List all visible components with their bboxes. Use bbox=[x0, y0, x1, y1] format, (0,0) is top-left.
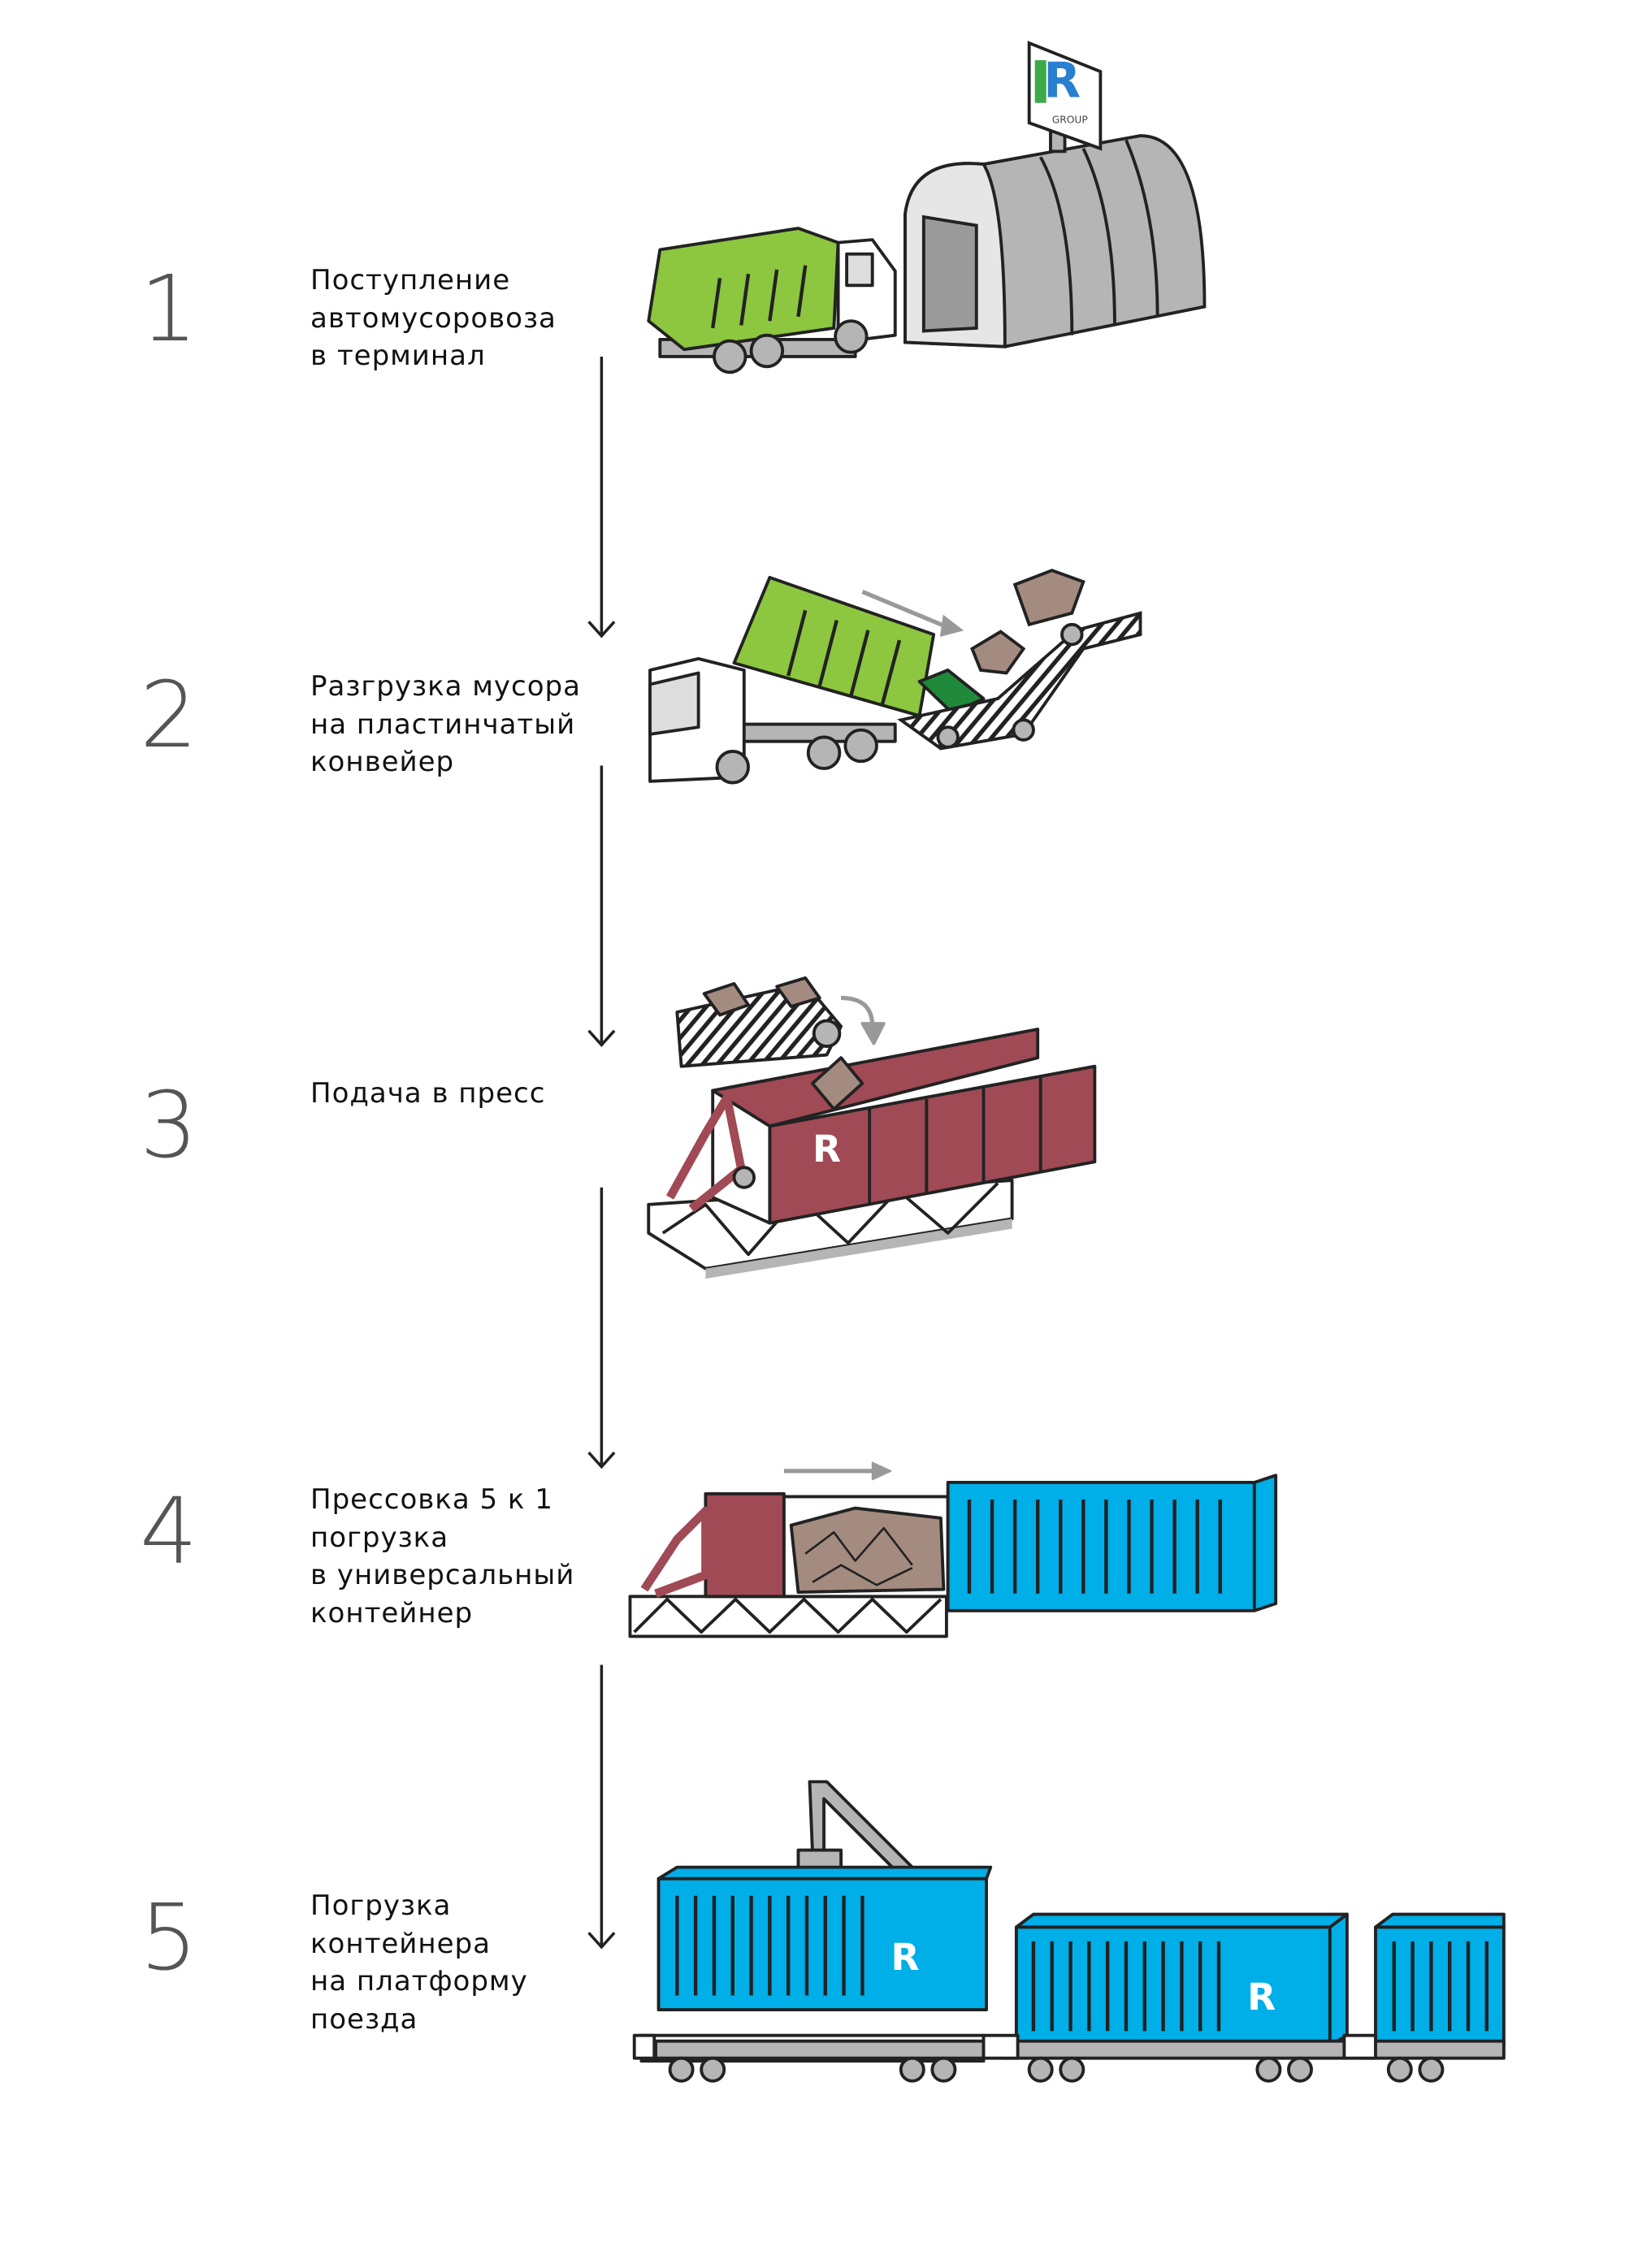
step-5-line: Погрузка bbox=[310, 1889, 452, 1922]
svg-text:R: R bbox=[1247, 1976, 1276, 2019]
step-1-line: Поступление bbox=[310, 264, 511, 296]
step-3-line: Подача в пресс bbox=[310, 1077, 546, 1110]
step-4-line: Прессовка 5 к 1 bbox=[310, 1483, 553, 1516]
step-2-line: конвейер bbox=[310, 746, 455, 778]
step-number-5: 5 bbox=[140, 1885, 198, 1991]
step-2-line: Разгрузка мусора bbox=[310, 670, 581, 703]
step-5-line: на платформу bbox=[310, 1965, 528, 1997]
step-text-4: Прессовка 5 к 1 погрузка в универсальный… bbox=[310, 1481, 574, 1632]
step-1-line: автомусоровоза bbox=[310, 301, 557, 335]
truck-unloading-illustration bbox=[648, 575, 986, 785]
step-number-3: 3 bbox=[140, 1073, 198, 1179]
press-feeding-illustration: R bbox=[647, 976, 1097, 1279]
step-number-1: 1 bbox=[140, 257, 198, 362]
step-text-5: Погрузка контейнера на платформу поезда bbox=[310, 1887, 528, 2038]
train-loading-illustration: R R bbox=[632, 1780, 1506, 2083]
step-text-2: Разгрузка мусора на пластинчатый конвейе… bbox=[310, 668, 581, 781]
step-5-line: поезда bbox=[310, 2002, 418, 2036]
terminal-hangar-illustration bbox=[904, 41, 1207, 348]
svg-text:R: R bbox=[812, 1128, 841, 1171]
step-5-line: контейнера bbox=[310, 1927, 491, 1960]
container-ribs bbox=[675, 1895, 1489, 2032]
step-number-4: 4 bbox=[140, 1479, 198, 1585]
step-2-line: на пластинчатый bbox=[310, 708, 576, 741]
container-ribs bbox=[967, 1500, 1222, 1594]
plate-conveyor-illustration bbox=[861, 569, 1142, 751]
step-4-line: в универсальный bbox=[310, 1559, 575, 1591]
flow-arrows bbox=[587, 356, 616, 1950]
step-text-1: Поступление автомусоровоза в терминал bbox=[310, 262, 557, 375]
step-1-line: в терминал bbox=[310, 340, 486, 372]
rgroup-logo-sign: R GROUP bbox=[1034, 54, 1088, 125]
step-number-2: 2 bbox=[140, 663, 198, 768]
svg-text:GROUP: GROUP bbox=[1052, 114, 1088, 125]
svg-text:R: R bbox=[1043, 54, 1081, 110]
compaction-loading-illustration bbox=[628, 1461, 1278, 1638]
step-text-3: Подача в пресс bbox=[310, 1075, 545, 1113]
garbage-truck-illustration bbox=[647, 227, 897, 374]
svg-text:R: R bbox=[890, 1936, 919, 1979]
step-4-line: погрузка bbox=[310, 1521, 449, 1554]
step-4-line: контейнер bbox=[310, 1596, 474, 1630]
